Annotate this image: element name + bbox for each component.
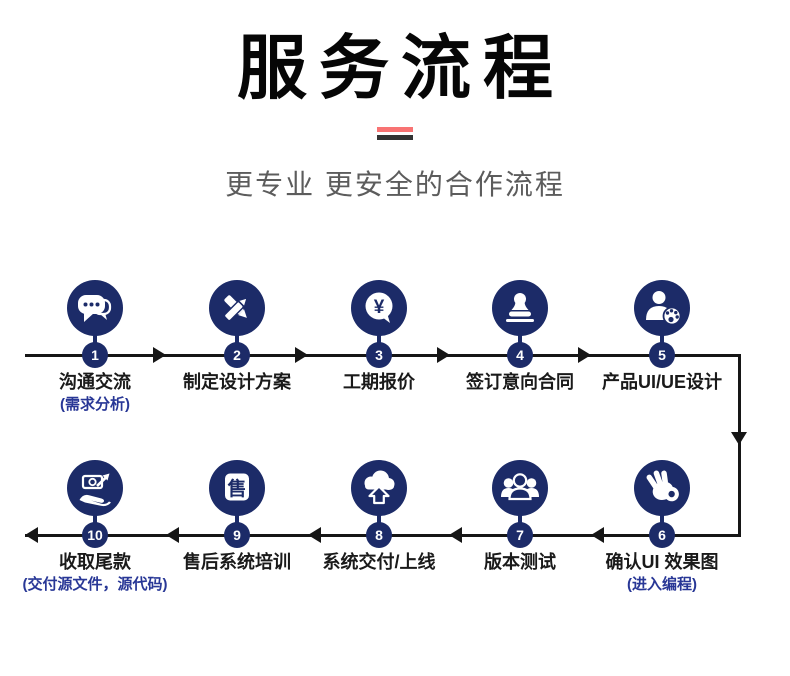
step-number-badge: 2: [224, 342, 250, 368]
step-contract: 4 签订意向合同: [440, 280, 600, 460]
step-number-badge: 8: [366, 522, 392, 548]
step-number-badge: 6: [649, 522, 675, 548]
arrow-left-icon: [591, 527, 604, 543]
step-delivery-launch: 8 系统交付/上线: [299, 460, 459, 640]
arrow-right-icon: [153, 347, 166, 363]
step-label: 沟通交流: [59, 372, 131, 392]
step-number-badge: 4: [507, 342, 533, 368]
arrow-right-icon: [578, 347, 591, 363]
arrow-right-icon: [437, 347, 450, 363]
step-number-badge: 10: [82, 522, 108, 548]
crossed-pencils-icon: [209, 280, 265, 336]
step-ui-ue-design: 5 产品UI/UE设计: [582, 280, 742, 460]
designer-palette-icon: [634, 280, 690, 336]
step-label: 版本测试: [484, 552, 556, 572]
arrow-left-icon: [449, 527, 462, 543]
payment-hand-icon: [67, 460, 123, 516]
step-confirm-ui: 6 确认UI 效果图 (进入编程): [582, 460, 742, 640]
step-after-sale-training: 售 9 售后系统培训: [157, 460, 317, 640]
page-subtitle: 更专业 更安全的合作流程: [225, 169, 565, 200]
step-communication: 1 沟通交流 (需求分析): [15, 280, 175, 460]
step-final-payment: 10 收取尾款 (交付源文件，源代码): [15, 460, 175, 640]
title-divider: [377, 127, 413, 140]
team-icon: [492, 460, 548, 516]
cloud-upload-icon: [351, 460, 407, 516]
ok-hand-icon: [634, 460, 690, 516]
step-label: 收取尾款: [59, 552, 131, 572]
arrow-right-icon: [295, 347, 308, 363]
svg-text:售: 售: [226, 477, 246, 500]
arrow-down-icon: [731, 432, 747, 445]
step-number-badge: 1: [82, 342, 108, 368]
step-number-badge: 3: [366, 342, 392, 368]
divider-dark-bar: [377, 135, 413, 140]
arrow-left-icon: [308, 527, 321, 543]
step-number-badge: 7: [507, 522, 533, 548]
step-label: 售后系统培训: [183, 552, 291, 572]
step-label: 工期报价: [343, 372, 415, 392]
price-bubble-icon: ¥: [351, 280, 407, 336]
step-label: 确认UI 效果图: [605, 552, 719, 572]
arrow-left-icon: [166, 527, 179, 543]
after-sale-icon: 售: [209, 460, 265, 516]
arrow-left-icon: [25, 527, 38, 543]
step-version-test: 7 版本测试: [440, 460, 600, 640]
step-price-quote: ¥ 3 工期报价: [299, 280, 459, 460]
step-number-badge: 5: [649, 342, 675, 368]
step-label: 系统交付/上线: [322, 552, 436, 572]
divider-red-bar: [377, 127, 413, 132]
step-sublabel: (进入编程): [627, 576, 697, 593]
step-label: 制定设计方案: [183, 372, 291, 392]
svg-text:¥: ¥: [374, 297, 385, 318]
step-sublabel: (交付源文件，源代码): [22, 576, 168, 593]
chat-bubbles-icon: [67, 280, 123, 336]
step-label: 签订意向合同: [466, 372, 574, 392]
flow-line-vertical: [738, 354, 741, 537]
step-number-badge: 9: [224, 522, 250, 548]
page-title: 服务流程: [237, 29, 565, 107]
step-design-plan: 2 制定设计方案: [157, 280, 317, 460]
step-sublabel: (需求分析): [60, 396, 130, 413]
step-label: 产品UI/UE设计: [601, 372, 722, 392]
stamp-icon: [492, 280, 548, 336]
